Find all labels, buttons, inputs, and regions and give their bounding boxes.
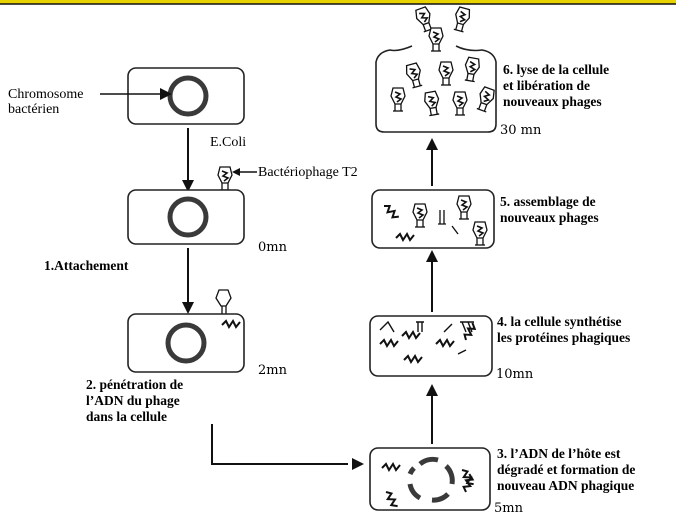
step-6-line2: et libération de (503, 78, 590, 93)
bacterium-cell-step5 (371, 189, 495, 249)
protein-fragments-icon (379, 320, 474, 355)
bacterium-cell-3 (127, 313, 245, 373)
phage-icon (217, 166, 233, 191)
arrow-head-6 (426, 138, 438, 150)
phage-icon (451, 5, 473, 34)
degraded-chromosome-icon (407, 456, 455, 503)
step-6-line3: nouveaux phages (503, 94, 602, 109)
step-5-line2: nouveaux phages (500, 210, 599, 225)
chromosome-ring-icon (167, 75, 209, 117)
phage-label: Bactériophage T2 (258, 165, 358, 180)
top-color-bar (0, 0, 676, 4)
time-5mn: 5mn (494, 501, 524, 515)
time-30mn: 30 mn (500, 123, 542, 138)
step-2-line3: dans la cellule (86, 409, 167, 424)
ecoli-label: E.Coli (210, 135, 246, 150)
bacterium-cell-2 (127, 189, 245, 245)
chromosome-ring-icon (165, 322, 207, 364)
arrow-icon (211, 424, 348, 465)
phage-pointer-head (232, 168, 240, 176)
step-3-line1: 3. l’ADN de l’hôte est (497, 446, 621, 461)
chromosome-label-line1: Chromosome (8, 87, 83, 102)
step-1-label: 1.Attachement (44, 258, 129, 273)
bacterium-cell-step3 (369, 447, 491, 511)
arrow-head-5 (426, 250, 438, 262)
step-5-line1: 5. assemblage de (500, 194, 596, 209)
chromosome-ring-icon (167, 196, 209, 238)
arrow-head-3 (352, 458, 364, 470)
time-0mn: 0mn (258, 240, 288, 255)
arrow-head-2 (182, 302, 194, 314)
tail-fragment-icon (438, 210, 459, 235)
bacterium-cell-1 (127, 67, 245, 125)
step-3-line2: dégradé et formation de (497, 462, 635, 477)
step-4-line2: les protéines phagiques (497, 330, 630, 345)
step-2-line2: l’ADN du phage (86, 393, 180, 408)
step-4-line1: 4. la cellule synthétise (497, 314, 622, 329)
time-10mn: 10mn (496, 367, 534, 382)
arrow-head-4 (426, 384, 438, 396)
time-2mn: 2mn (258, 363, 288, 378)
empty-phage-icon (215, 289, 232, 314)
bacterium-cell-step4 (369, 315, 493, 377)
chromosome-label-line2: bactérien (8, 102, 59, 117)
step-6-line1: 6. lyse de la cellule (503, 62, 609, 77)
step-3-line3: nouveau ADN phagique (497, 478, 634, 493)
step-2-line1: 2. pénétration de (86, 377, 183, 392)
